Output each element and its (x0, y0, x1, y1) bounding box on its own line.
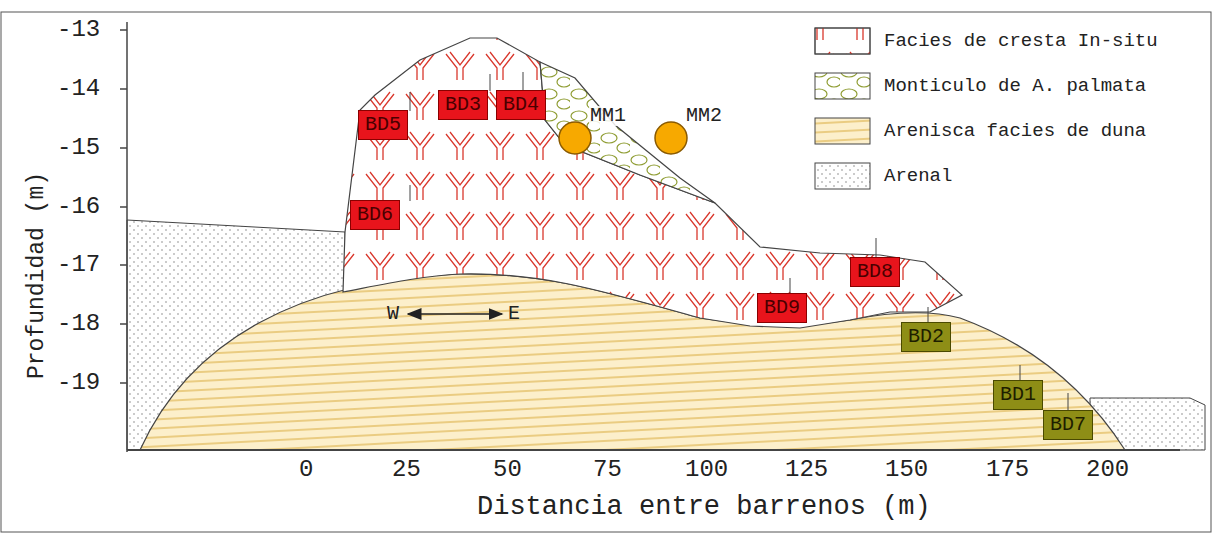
borehole-box: BD1 (993, 380, 1043, 410)
borehole-box: BD5 (358, 110, 408, 140)
borehole-label: BD5 (365, 115, 401, 135)
sample-point: MM1 (558, 121, 592, 155)
legend-label: Facies de cresta In-situ (884, 32, 1158, 51)
borehole-label: BD2 (908, 327, 944, 347)
borehole-label: BD3 (445, 95, 481, 115)
tick-label: -17 (57, 253, 100, 277)
borehole-label: BD6 (357, 205, 393, 225)
borehole-box: BD6 (350, 200, 400, 230)
legend-swatch (815, 73, 870, 99)
borehole-label: BD7 (1050, 415, 1086, 435)
palmata-mound (540, 62, 715, 203)
legend-label: Arenal (884, 167, 952, 186)
borehole-label: BD1 (1000, 385, 1036, 405)
tick-label: 50 (493, 458, 522, 482)
legend-label: Monticulo de A. palmata (884, 77, 1146, 96)
x-axis (127, 449, 1180, 451)
tick-label: 75 (593, 458, 622, 482)
tick-label: -13 (57, 18, 100, 42)
borehole-box: BD3 (438, 90, 488, 120)
legend-swatch (815, 118, 870, 144)
borehole-label: BD9 (764, 298, 800, 318)
tick-label: 100 (685, 458, 728, 482)
tick-label: -16 (57, 195, 100, 219)
tick-label: 25 (392, 458, 421, 482)
tick-label: 0 (299, 458, 313, 482)
y-ticks (120, 30, 127, 383)
legend-label: Arenisca facies de duna (884, 122, 1146, 141)
borehole-box: BD2 (901, 322, 951, 352)
axis-title: Profundidad (m) (26, 172, 49, 379)
borehole-label: BD8 (857, 262, 893, 282)
borehole-box: BD9 (757, 293, 807, 323)
borehole-box: BD7 (1043, 410, 1093, 440)
direction-arrow (408, 313, 502, 315)
tick-label: 175 (986, 458, 1029, 482)
frame (1, 12, 1211, 532)
tick-label: 150 (885, 458, 928, 482)
legend-swatch (815, 28, 870, 54)
legend-swatch (815, 163, 870, 189)
reef-crest (343, 38, 962, 328)
tick-label: -19 (57, 371, 100, 395)
sample-label: MM2 (685, 106, 723, 126)
tick-label: -18 (57, 312, 100, 336)
y-axis (126, 22, 128, 452)
tick-label: -14 (57, 77, 100, 101)
borehole-box: BD4 (496, 90, 546, 120)
sample-label: MM1 (589, 106, 627, 126)
borehole-box: BD8 (850, 257, 900, 287)
tick-label: 200 (1086, 458, 1129, 482)
direction-label: W (387, 304, 399, 324)
axis-title: Distancia entre barrenos (m) (477, 494, 931, 521)
dune-sandstone (140, 274, 1125, 450)
borehole-label: BD4 (503, 95, 539, 115)
sample-point: MM2 (654, 121, 688, 155)
sample-circle (654, 121, 688, 155)
sample-circle (558, 121, 592, 155)
tick-label: 125 (785, 458, 828, 482)
tick-label: -15 (57, 136, 100, 160)
direction-label: E (508, 304, 520, 324)
legend-swatch (815, 28, 870, 54)
